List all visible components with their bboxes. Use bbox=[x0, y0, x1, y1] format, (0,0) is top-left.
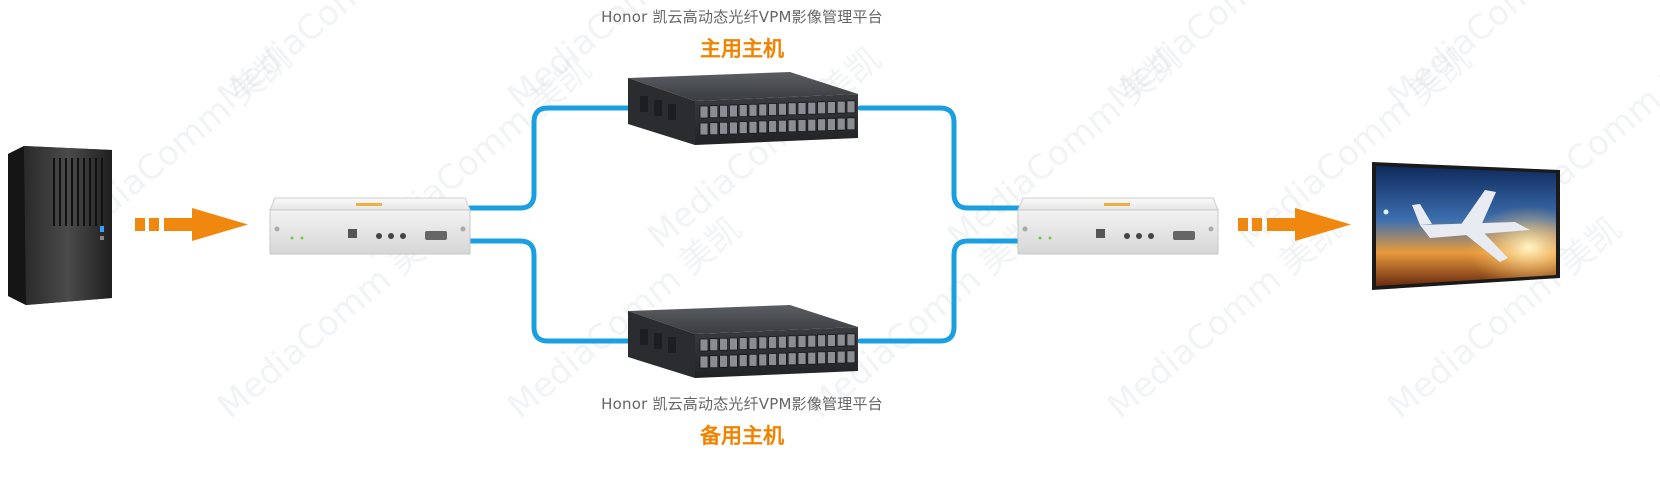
backup-title: 备用主机 bbox=[700, 424, 784, 448]
link-tx-primary bbox=[467, 105, 631, 211]
kvm-transmitter-icon bbox=[269, 197, 471, 255]
watermark-text: MediaComm 美凯 bbox=[1100, 0, 1349, 117]
link-primary-rx bbox=[857, 105, 1021, 211]
backup-subtitle: Honor 凯云高动态光纤VPM影像管理平台 bbox=[601, 395, 883, 413]
workstation-tower-icon bbox=[8, 146, 112, 305]
backup-caption: Honor 凯云高动态光纤VPM影像管理平台 备用主机 bbox=[542, 393, 942, 450]
watermark-text: MediaComm 美凯 bbox=[1380, 0, 1629, 117]
flow-arrow-icon bbox=[1238, 208, 1351, 241]
link-backup-rx bbox=[857, 238, 1021, 344]
primary-subtitle: Honor 凯云高动态光纤VPM影像管理平台 bbox=[601, 8, 883, 26]
primary-caption: Honor 凯云高动态光纤VPM影像管理平台 主用主机 bbox=[542, 6, 942, 63]
fiber-links bbox=[467, 105, 1021, 344]
link-tx-backup bbox=[467, 238, 631, 344]
fiber-switch-icon bbox=[628, 305, 858, 378]
monitor-display-icon bbox=[1372, 162, 1560, 290]
watermark-text: MediaComm 美凯 bbox=[640, 39, 889, 257]
kvm-receiver-icon bbox=[1017, 197, 1219, 255]
flow-arrow-icon bbox=[135, 208, 248, 241]
fiber-switch-icon bbox=[628, 72, 858, 145]
watermark-text: MediaComm 美凯 bbox=[210, 0, 459, 117]
primary-title: 主用主机 bbox=[700, 37, 784, 61]
